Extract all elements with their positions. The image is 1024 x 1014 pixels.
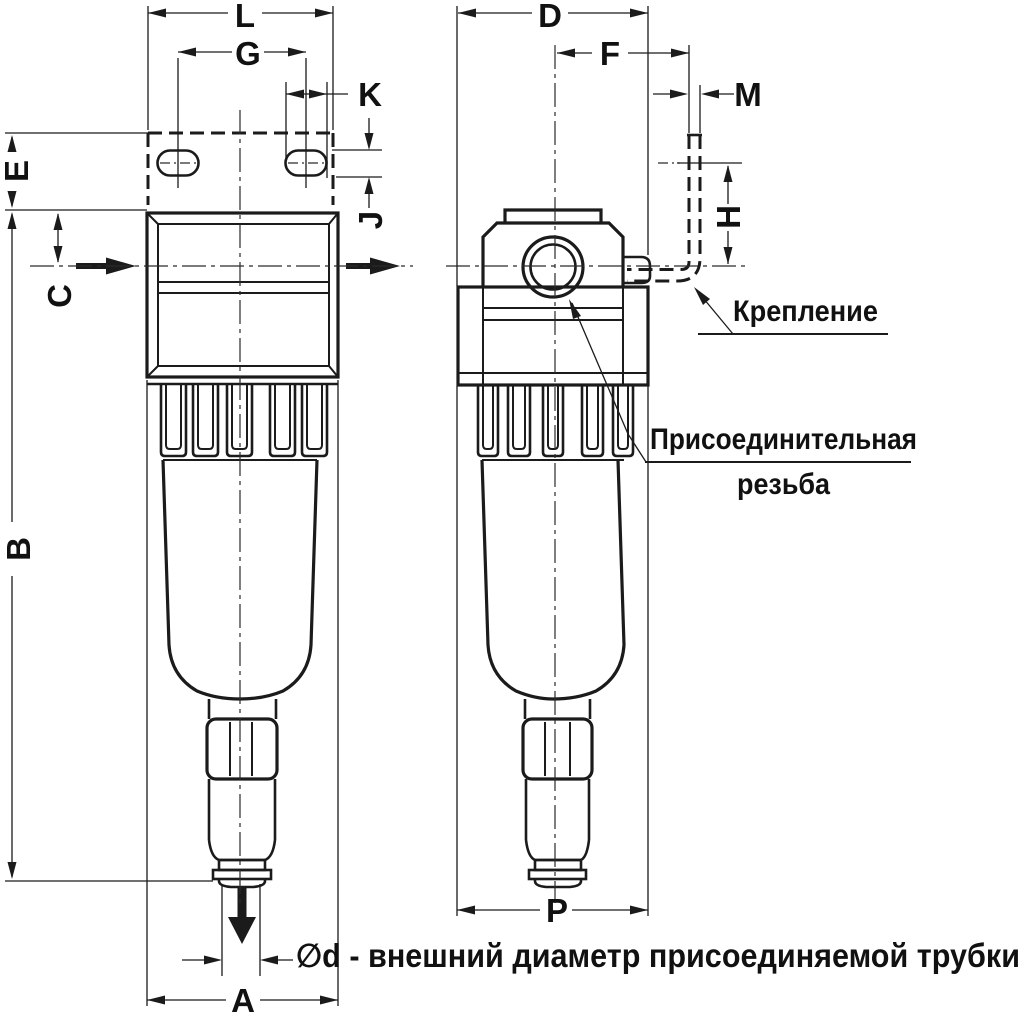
dim-label-G: G: [235, 35, 261, 72]
dim-C: C: [41, 213, 78, 308]
filter-bowl-side: [480, 459, 626, 701]
drain-valve-front: [205, 699, 279, 889]
dim-M: M: [653, 76, 762, 113]
dim-K: K: [285, 76, 382, 178]
dim-L: L: [147, 0, 334, 130]
bracket-side-hidden-outline: [627, 133, 702, 283]
dim-J: J: [332, 118, 389, 229]
dim-label-H: H: [710, 205, 747, 229]
filter-head-front: [145, 211, 340, 386]
side-view: [456, 133, 702, 889]
dim-label-B: B: [0, 537, 37, 561]
dim-label-L: L: [235, 0, 255, 34]
dim-label-E: E: [0, 160, 35, 182]
dim-label-K: K: [358, 76, 382, 113]
flow-arrows: [76, 257, 400, 944]
thread-leader-arrow: [569, 299, 581, 319]
drain-valve-side: [521, 699, 594, 889]
annotation-thread: Присоединительная резьба: [569, 299, 917, 501]
outlet-flow-arrow: [346, 263, 374, 269]
centerlines: [30, 45, 745, 903]
mounting-label: Крепление: [733, 295, 878, 328]
drain-flow-arrow: [237, 888, 247, 918]
thread-label-line1: Присоединительная: [650, 423, 917, 456]
dim-D: D: [456, 0, 649, 916]
dim-label-A: A: [231, 982, 255, 1014]
dim-label-F: F: [600, 35, 620, 72]
dim-label-M: M: [734, 76, 762, 113]
filter-ribs-side: [476, 385, 635, 458]
filter-ribs-front: [159, 384, 329, 458]
filter-head-side: [456, 208, 652, 387]
dim-label-C: C: [41, 284, 78, 308]
dim-F: F: [557, 35, 701, 133]
front-view: [76, 131, 400, 944]
thread-label-line2: резьба: [737, 468, 830, 501]
dim-H: H: [677, 162, 747, 264]
annotation-mounting: Крепление: [694, 287, 888, 335]
tube-diameter-note: ∅d - внешний диаметр присоединяемой труб…: [296, 937, 1020, 974]
dim-tube-diameter: ∅d - внешний диаметр присоединяемой труб…: [182, 884, 1020, 976]
dim-B: B: [0, 212, 213, 882]
dim-label-D: D: [538, 0, 562, 34]
dim-E: E: [0, 132, 148, 211]
mounting-leader-arrow: [694, 287, 710, 305]
dim-P: P: [457, 892, 648, 929]
dim-G: G: [177, 35, 307, 188]
annotations: Крепление Присоединительная резьба: [569, 287, 917, 501]
thread-leader-line: [571, 302, 647, 463]
dim-label-P: P: [546, 892, 568, 929]
dim-label-J: J: [352, 211, 389, 229]
port-thread-circle: [521, 235, 585, 299]
dim-A: A: [146, 380, 339, 1014]
